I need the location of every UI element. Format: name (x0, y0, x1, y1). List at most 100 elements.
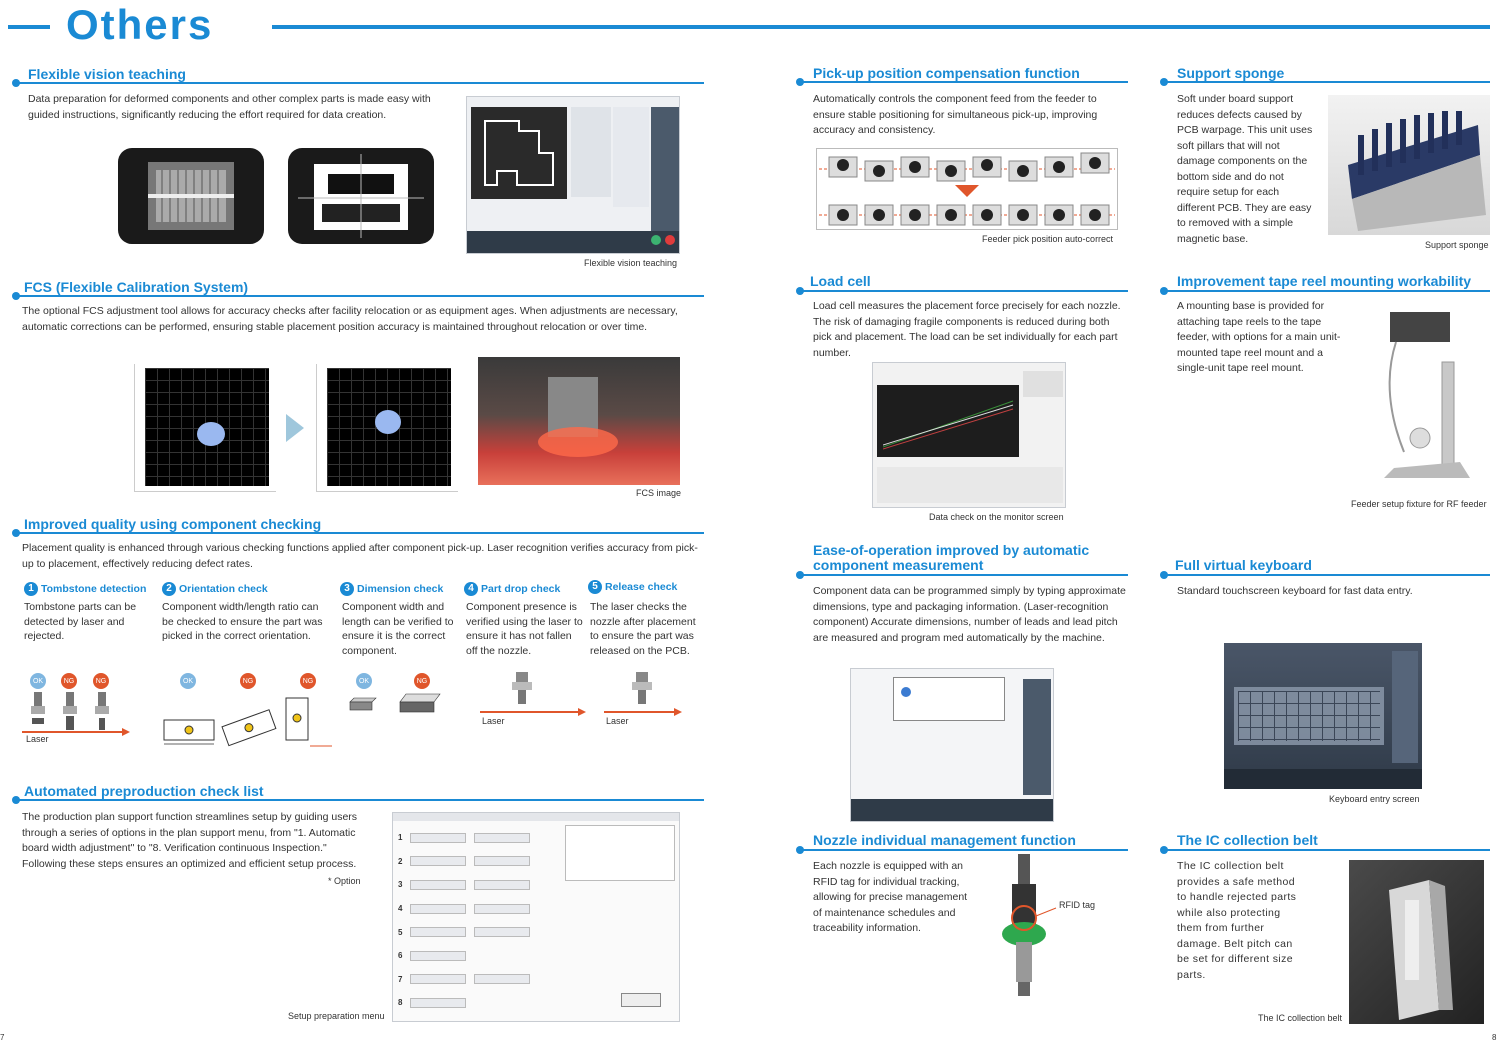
icbelt-title: The IC collection belt (1177, 832, 1318, 848)
nozzle-photo (1002, 854, 1057, 996)
icbelt-body: The IC collection belt provides a safe m… (1177, 860, 1297, 981)
check-4-text: Component presence is verified using the… (466, 601, 583, 657)
fcs-line (12, 292, 704, 300)
flexible-vision-line (12, 79, 704, 87)
tapereel-photo (1384, 312, 1470, 478)
part-drop-diagram (480, 672, 586, 716)
measure-line (796, 571, 1128, 579)
measure-screenshot (850, 668, 1054, 822)
sponge-line (1160, 78, 1490, 86)
flexible-vision-title: Flexible vision teaching (28, 66, 186, 82)
icbelt-caption: The IC collection belt (1258, 1013, 1343, 1023)
fcs-photo (478, 357, 680, 485)
sponge-title: Support sponge (1177, 65, 1285, 81)
plan-step-row: 5 (398, 920, 538, 944)
plan-step-row: 7 (398, 968, 538, 992)
release-check-diagram (604, 672, 682, 716)
ng-badge: NG (61, 673, 77, 689)
ng-badge: NG (240, 673, 256, 689)
fcs-scatter-before (134, 364, 276, 492)
plan-support-screenshot (392, 812, 680, 1022)
ng-badge: NG (93, 673, 109, 689)
checklist-caption: Setup preparation menu (288, 1011, 385, 1021)
measure-title-2: component measurement (813, 557, 984, 573)
quality-title: Improved quality using component checkin… (24, 516, 322, 532)
plan-steps: 1 2 3 4 5 6 7 8 (398, 826, 538, 1015)
measure-title-1: Ease-of-operation improved by automatic (813, 542, 1090, 558)
plan-step-row: 3 (398, 873, 538, 897)
icbelt-line (1160, 846, 1490, 854)
feeder-diagram (816, 148, 1118, 230)
laser-label: Laser (482, 716, 505, 726)
quality-line (12, 529, 704, 537)
loadcell-caption: Data check on the monitor screen (929, 512, 1064, 522)
keyboard-caption: Keyboard entry screen (1329, 794, 1420, 804)
check-1-text: Tombstone parts can be detected by laser… (24, 601, 137, 642)
page-number-left: 7 (0, 1033, 5, 1042)
plan-step-row: 1 (398, 826, 538, 850)
tapereel-title: Improvement tape reel mounting workabili… (1177, 273, 1472, 289)
fcs-caption: FCS image (636, 488, 682, 498)
plan-step-row: 6 (398, 944, 538, 968)
keyboard-body: Standard touchscreen keyboard for fast d… (1177, 585, 1413, 597)
checklist-title: Automated preproduction check list (24, 783, 264, 799)
pickup-body: Automatically controls the component fee… (813, 93, 1098, 136)
loadcell-line (796, 287, 1128, 295)
check-5-text: The laser checks the nozzle after placem… (590, 601, 696, 657)
pickup-title: Pick-up position compensation function (813, 65, 1080, 81)
orientation-diagram (163, 697, 332, 747)
measure-body: Component data can be programmed simply … (813, 585, 1126, 644)
nozzle-body: Each nozzle is equipped with an RFID tag… (813, 860, 968, 934)
loadcell-title: Load cell (810, 273, 871, 289)
icbelt-photo (1349, 860, 1484, 1024)
plan-step-row: 4 (398, 897, 538, 921)
check-3-text: Component width and length can be verifi… (342, 601, 454, 657)
tapereel-line (1160, 287, 1490, 295)
page-number-right: 8 (1492, 1033, 1497, 1042)
rfid-label: RFID tag (1059, 900, 1096, 910)
keyboard-screenshot (1224, 643, 1422, 789)
page-title: Others (66, 1, 214, 48)
nozzle-title: Nozzle individual management function (813, 832, 1076, 848)
checklist-option-note: * Option (328, 876, 361, 886)
tapereel-body: A mounting base is provided for attachin… (1177, 300, 1341, 374)
laser-label: Laser (26, 734, 49, 744)
vision-image-1 (118, 148, 264, 244)
loadcell-body: Load cell measures the placement force p… (813, 300, 1121, 359)
ng-badge: NG (300, 673, 316, 689)
fcs-body: The optional FCS adjustment tool allows … (22, 305, 678, 333)
sponge-photo (1328, 95, 1490, 235)
tombstone-diagram (22, 692, 130, 736)
ok-badge: OK (180, 673, 196, 689)
sponge-caption: Support sponge (1425, 240, 1489, 250)
fcs-arrow (286, 414, 304, 442)
vision-teaching-screenshot (466, 96, 680, 254)
ok-badge: OK (30, 673, 46, 689)
plan-step-row: 8 (398, 991, 538, 1015)
flexible-vision-body: Data preparation for deformed components… (28, 93, 431, 121)
keyboard-title: Full virtual keyboard (1175, 557, 1312, 573)
checklist-body: The production plan support function str… (22, 811, 358, 870)
header-bar-right (272, 25, 1490, 29)
fcs-title: FCS (Flexible Calibration System) (24, 279, 249, 295)
dimension-diagram (349, 693, 441, 713)
checklist-line (12, 796, 704, 804)
pickup-caption: Feeder pick position auto-correct (982, 234, 1114, 244)
ng-badge: NG (414, 673, 430, 689)
sponge-body: Soft under board support reduces defects… (1177, 93, 1313, 245)
pickup-line (796, 78, 1128, 86)
nozzle-line (796, 846, 1128, 854)
loadcell-screenshot (872, 362, 1066, 508)
plan-step-row: 2 (398, 850, 538, 874)
fcs-scatter-after (316, 364, 458, 492)
check-2-text: Component width/length ratio can be chec… (162, 601, 323, 642)
vision-caption: Flexible vision teaching (584, 258, 678, 268)
keyboard-line (1160, 571, 1490, 579)
header-bar-left (8, 25, 50, 29)
quality-body: Placement quality is enhanced through va… (22, 542, 698, 570)
tapereel-caption: Feeder setup fixture for RF feeder (1351, 499, 1487, 509)
